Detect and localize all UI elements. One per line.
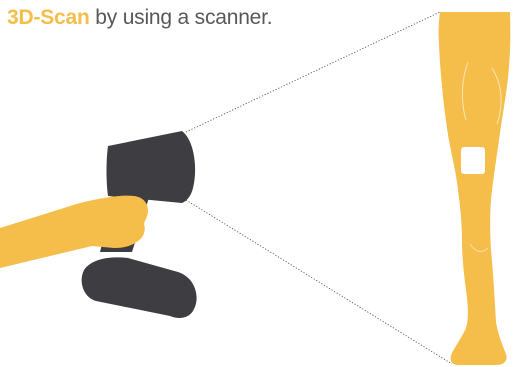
scan-beam-upper	[186, 12, 440, 132]
leg-icon	[439, 12, 511, 365]
scanner-head	[107, 131, 196, 203]
scan-beam-lower	[186, 200, 452, 364]
scan-beam	[186, 12, 452, 364]
hand-icon	[0, 196, 148, 268]
leg-shape	[439, 12, 511, 365]
hand-shape	[0, 196, 148, 268]
scan-patch	[461, 147, 485, 174]
scanner-base	[82, 257, 197, 318]
